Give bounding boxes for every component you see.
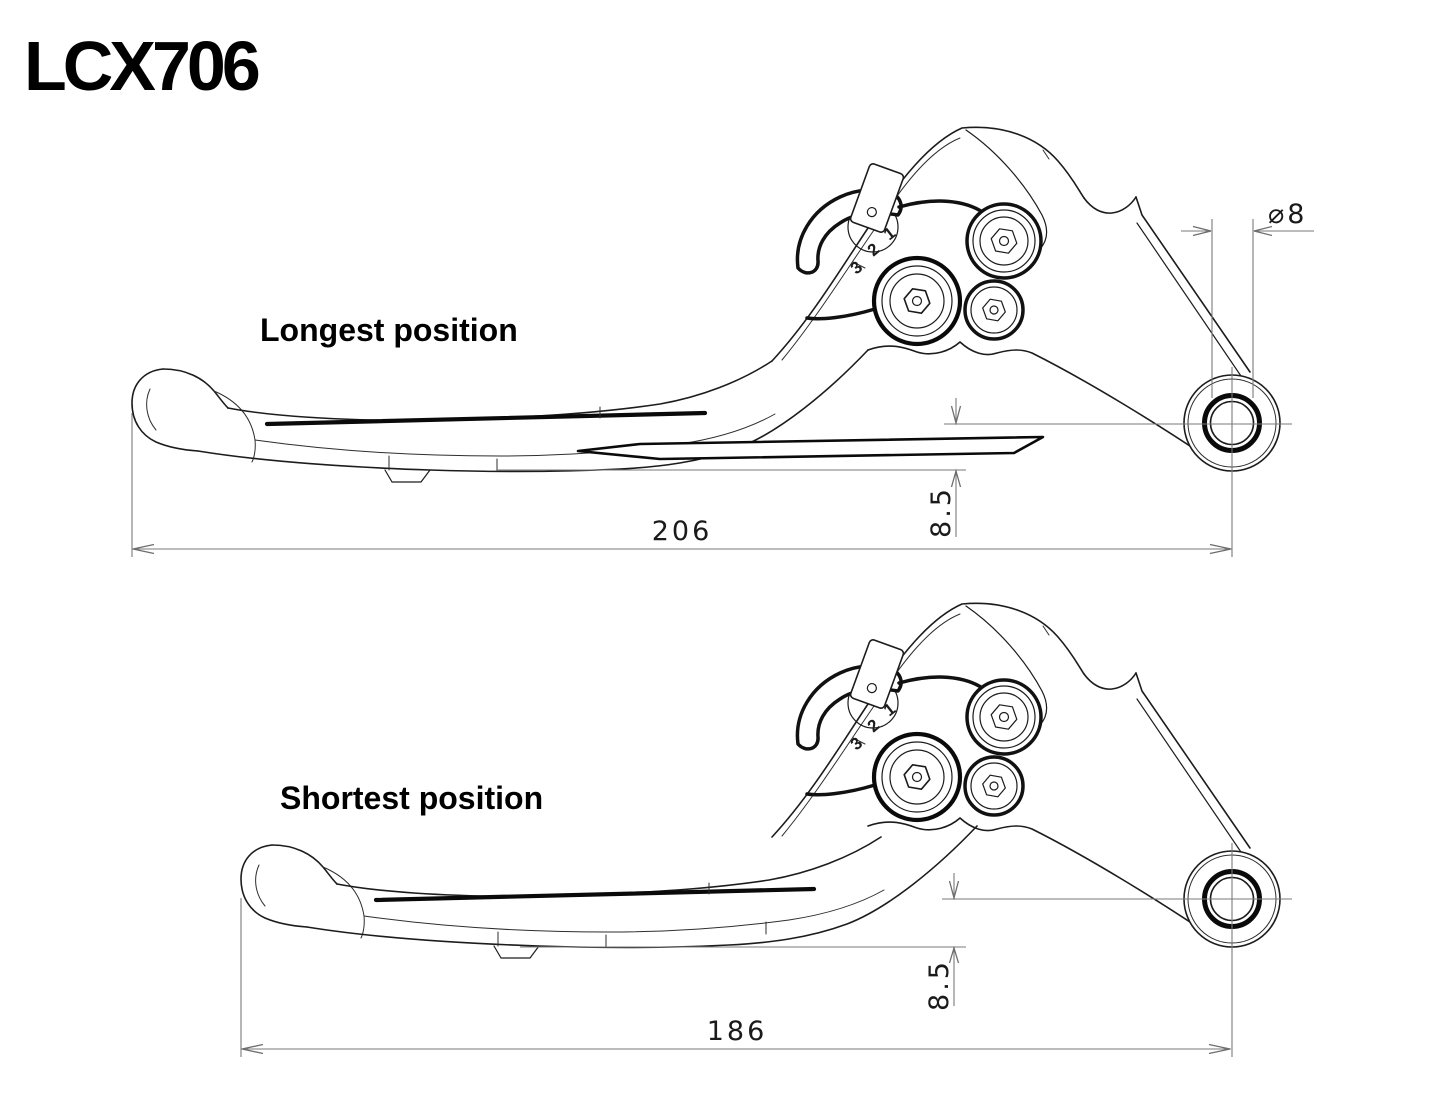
extension-line	[1211, 219, 1254, 398]
view-longest-position: Longest position 206 8.5	[132, 127, 1314, 557]
arrow-down	[948, 880, 960, 901]
offset-value: 8.5	[924, 959, 955, 1011]
view-shortest-position: Shortest position 186 8.5	[241, 603, 1292, 1057]
arrow-up	[950, 468, 962, 488]
dim-length-186: 186	[240, 898, 1231, 1057]
arrow-right	[1192, 225, 1212, 237]
arrow-left	[1253, 225, 1273, 237]
arrow-down	[950, 405, 962, 426]
dim-length-206: 206	[131, 413, 1232, 557]
view-label-longest: Longest position	[260, 312, 518, 348]
arrow-right	[1209, 543, 1232, 555]
dim-diameter-8: ⌀8	[1181, 199, 1314, 398]
view-label-shortest: Shortest position	[280, 780, 543, 816]
length-value: 206	[652, 516, 713, 547]
dim-offset-8-5: 8.5	[520, 873, 966, 1011]
arrow-left	[241, 1043, 264, 1055]
offset-value: 8.5	[926, 486, 957, 538]
arrow-left	[132, 543, 155, 555]
diameter-value: ⌀8	[1268, 199, 1307, 230]
length-value: 186	[707, 1016, 768, 1047]
dim-offset-8-5: 8.5	[497, 398, 966, 538]
arrow-right	[1208, 1043, 1231, 1055]
page-title: LCX706	[24, 27, 259, 105]
arrow-up	[948, 945, 960, 964]
